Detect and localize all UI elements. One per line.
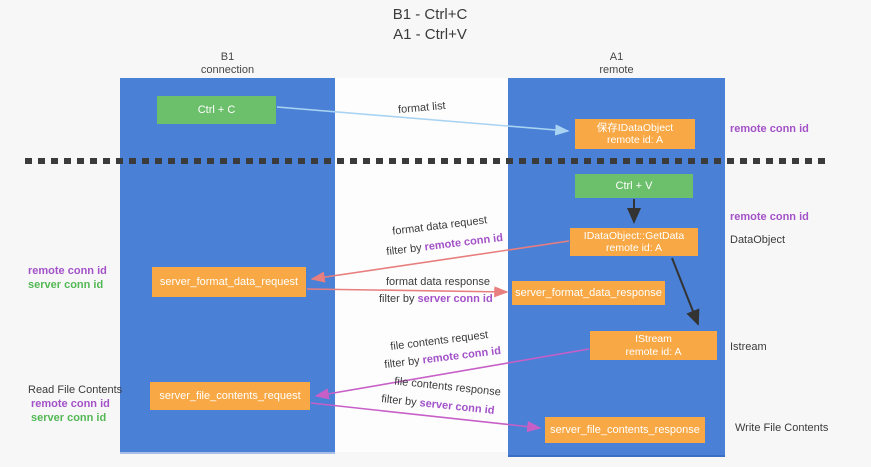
lane-b1-role: connection (200, 64, 255, 76)
node-idataobject-getdata-line1: IDataObject::GetData (583, 229, 685, 242)
node-ctrl-v-label: Ctrl + V (615, 179, 653, 192)
diagram-title-line2: A1 - Ctrl+V (393, 26, 467, 43)
filter-by-text: filter by (379, 293, 415, 305)
node-idataobject-getdata-line2: remote id: A (605, 242, 663, 254)
label-server-conn-id-left-top: server conn id (28, 279, 104, 291)
phase-divider-dashed-line (25, 158, 831, 164)
label-write-file-contents: Write File Contents (735, 422, 829, 434)
diagram-title-line1: B1 - Ctrl+C (392, 6, 468, 23)
label-format-data-response: format data response (386, 276, 490, 288)
node-ctrl-c: Ctrl + C (157, 96, 276, 124)
node-server-file-contents-request: server_file_contents_request (150, 382, 310, 410)
label-istream: Istream (730, 341, 767, 353)
node-server-file-contents-request-label: server_file_contents_request (159, 389, 301, 402)
lane-a1-role: remote (599, 64, 634, 76)
lane-b1-name: B1 (220, 51, 235, 63)
label-dataobject: DataObject (730, 234, 786, 246)
node-server-format-data-response-label: server_format_data_response (515, 286, 662, 299)
node-istream-line2: remote id: A (625, 345, 682, 358)
node-istream-line1: IStream (635, 333, 672, 345)
label-remote-conn-id-left-bottom: remote conn id (31, 398, 110, 410)
lane-a1-name: A1 (609, 51, 624, 63)
node-server-file-contents-response-label: server_file_contents_response (550, 423, 700, 436)
node-istream: IStream remote id: A (590, 331, 717, 360)
label-remote-conn-id-right-top: remote conn id (730, 123, 809, 135)
node-server-format-data-request-label: server_format_data_request (159, 275, 299, 288)
diagram-title: B1 - Ctrl+C A1 - Ctrl+V (330, 5, 530, 45)
node-save-dataobject-line1: 保存IDataObject (596, 121, 674, 134)
label-read-file-contents: Read File Contents (28, 384, 123, 396)
node-server-file-contents-response: server_file_contents_response (545, 417, 705, 443)
node-server-format-data-request: server_format_data_request (152, 267, 306, 297)
node-server-format-data-response: server_format_data_response (512, 281, 665, 305)
node-save-dataobject: 保存IDataObject remote id: A (575, 119, 695, 149)
lane-header-a1: A1 remote (549, 51, 684, 77)
label-server-conn-id-left-bottom: server conn id (31, 412, 107, 424)
label-remote-conn-id-right-mid: remote conn id (730, 211, 809, 223)
lane-header-b1: B1 connection (160, 51, 295, 77)
node-save-dataobject-line2: remote id: A (606, 134, 664, 146)
node-ctrl-v: Ctrl + V (575, 174, 693, 198)
label-remote-conn-id-left-top: remote conn id (28, 265, 107, 277)
node-ctrl-c-label: Ctrl + C (197, 103, 236, 116)
server-conn-id-text: server conn id (417, 293, 493, 305)
node-idataobject-getdata: IDataObject::GetData remote id: A (570, 228, 698, 256)
